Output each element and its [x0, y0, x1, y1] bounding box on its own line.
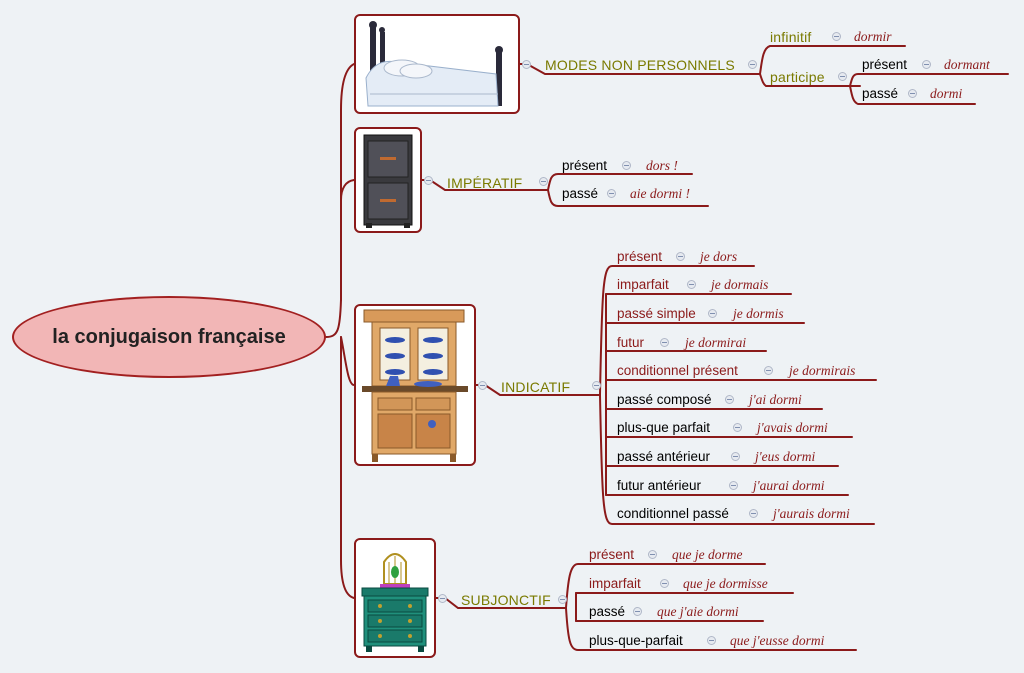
- collapse-toggle[interactable]: [558, 595, 567, 604]
- node-value: j'aurai dormi: [753, 478, 825, 493]
- node-label[interactable]: présent: [562, 158, 608, 173]
- collapse-toggle[interactable]: [725, 395, 734, 404]
- node-label[interactable]: plus-que parfait: [617, 420, 711, 435]
- node-label[interactable]: conditionnel passé: [617, 506, 729, 521]
- collapse-toggle[interactable]: [733, 423, 742, 432]
- node-value: dors !: [646, 158, 678, 173]
- node-value: je dormirai: [685, 335, 747, 350]
- node-value: aie dormi !: [630, 186, 690, 201]
- collapse-toggle[interactable]: [622, 161, 631, 170]
- node-value: j'ai dormi: [749, 392, 802, 407]
- node-label[interactable]: passé antérieur: [617, 449, 711, 464]
- node-value: que j'eusse dormi: [730, 633, 825, 648]
- central-topic[interactable]: la conjugaison française: [12, 296, 326, 378]
- mode-label-imperatif[interactable]: IMPÉRATIF: [447, 175, 523, 191]
- node-value: j'avais dormi: [757, 420, 828, 435]
- collapse-toggle[interactable]: [764, 366, 773, 375]
- node-value: dormir: [854, 29, 892, 44]
- node-value: je dormais: [711, 277, 769, 292]
- mode-label-non-personnels[interactable]: MODES NON PERSONNELS: [545, 57, 735, 73]
- collapse-toggle[interactable]: [676, 252, 685, 261]
- collapse-toggle[interactable]: [687, 280, 696, 289]
- node-label[interactable]: présent: [589, 547, 635, 562]
- collapse-toggle[interactable]: [731, 452, 740, 461]
- bed-icon: [354, 14, 520, 114]
- collapse-toggle[interactable]: [522, 60, 531, 69]
- collapse-toggle[interactable]: [633, 607, 642, 616]
- node-label[interactable]: passé: [589, 604, 626, 619]
- dresser-birdcage-icon: [354, 538, 436, 658]
- collapse-toggle[interactable]: [424, 176, 433, 185]
- collapse-toggle[interactable]: [922, 60, 931, 69]
- node-value: je dormirais: [789, 363, 856, 378]
- node-value: je dors: [700, 249, 738, 264]
- collapse-toggle[interactable]: [438, 594, 447, 603]
- mode-label-subjonctif[interactable]: SUBJONCTIF: [461, 592, 551, 608]
- collapse-toggle[interactable]: [838, 72, 847, 81]
- collapse-toggle[interactable]: [908, 89, 917, 98]
- node-value: que je dormisse: [683, 576, 768, 591]
- node-label[interactable]: participe: [770, 69, 825, 85]
- node-label[interactable]: futur: [617, 335, 645, 350]
- node-label[interactable]: présent: [862, 57, 908, 72]
- node-value: dormant: [944, 57, 990, 72]
- filing-cabinet-icon: [354, 127, 422, 233]
- node-label[interactable]: imparfait: [589, 576, 641, 591]
- collapse-toggle[interactable]: [660, 579, 669, 588]
- collapse-toggle[interactable]: [660, 338, 669, 347]
- node-label[interactable]: plus-que-parfait: [589, 633, 683, 648]
- node-label[interactable]: passé: [562, 186, 599, 201]
- collapse-toggle[interactable]: [539, 177, 548, 186]
- collapse-toggle[interactable]: [478, 381, 487, 390]
- node-label[interactable]: infinitif: [770, 29, 812, 45]
- node-value: j'eus dormi: [755, 449, 816, 464]
- collapse-toggle[interactable]: [749, 509, 758, 518]
- collapse-toggle[interactable]: [832, 32, 841, 41]
- node-label[interactable]: futur antérieur: [617, 478, 702, 493]
- mode-label-indicatif[interactable]: INDICATIF: [501, 379, 571, 395]
- collapse-toggle[interactable]: [607, 189, 616, 198]
- node-value: que je dorme: [672, 547, 743, 562]
- node-label[interactable]: imparfait: [617, 277, 669, 292]
- collapse-toggle[interactable]: [648, 550, 657, 559]
- cupboard-icon: [354, 304, 476, 466]
- node-label[interactable]: passé: [862, 86, 899, 101]
- collapse-toggle[interactable]: [729, 481, 738, 490]
- collapse-toggle[interactable]: [707, 636, 716, 645]
- collapse-toggle[interactable]: [708, 309, 717, 318]
- collapse-toggle[interactable]: [592, 381, 601, 390]
- node-value: je dormis: [733, 306, 784, 321]
- central-topic-label: la conjugaison française: [52, 325, 286, 348]
- node-label[interactable]: passé composé: [617, 392, 712, 407]
- node-value: que j'aie dormi: [657, 604, 739, 619]
- node-value: dormi: [930, 86, 963, 101]
- collapse-toggle[interactable]: [748, 60, 757, 69]
- node-value: j'aurais dormi: [773, 506, 850, 521]
- node-label[interactable]: conditionnel présent: [617, 363, 738, 378]
- node-label[interactable]: présent: [617, 249, 663, 264]
- node-label[interactable]: passé simple: [617, 306, 696, 321]
